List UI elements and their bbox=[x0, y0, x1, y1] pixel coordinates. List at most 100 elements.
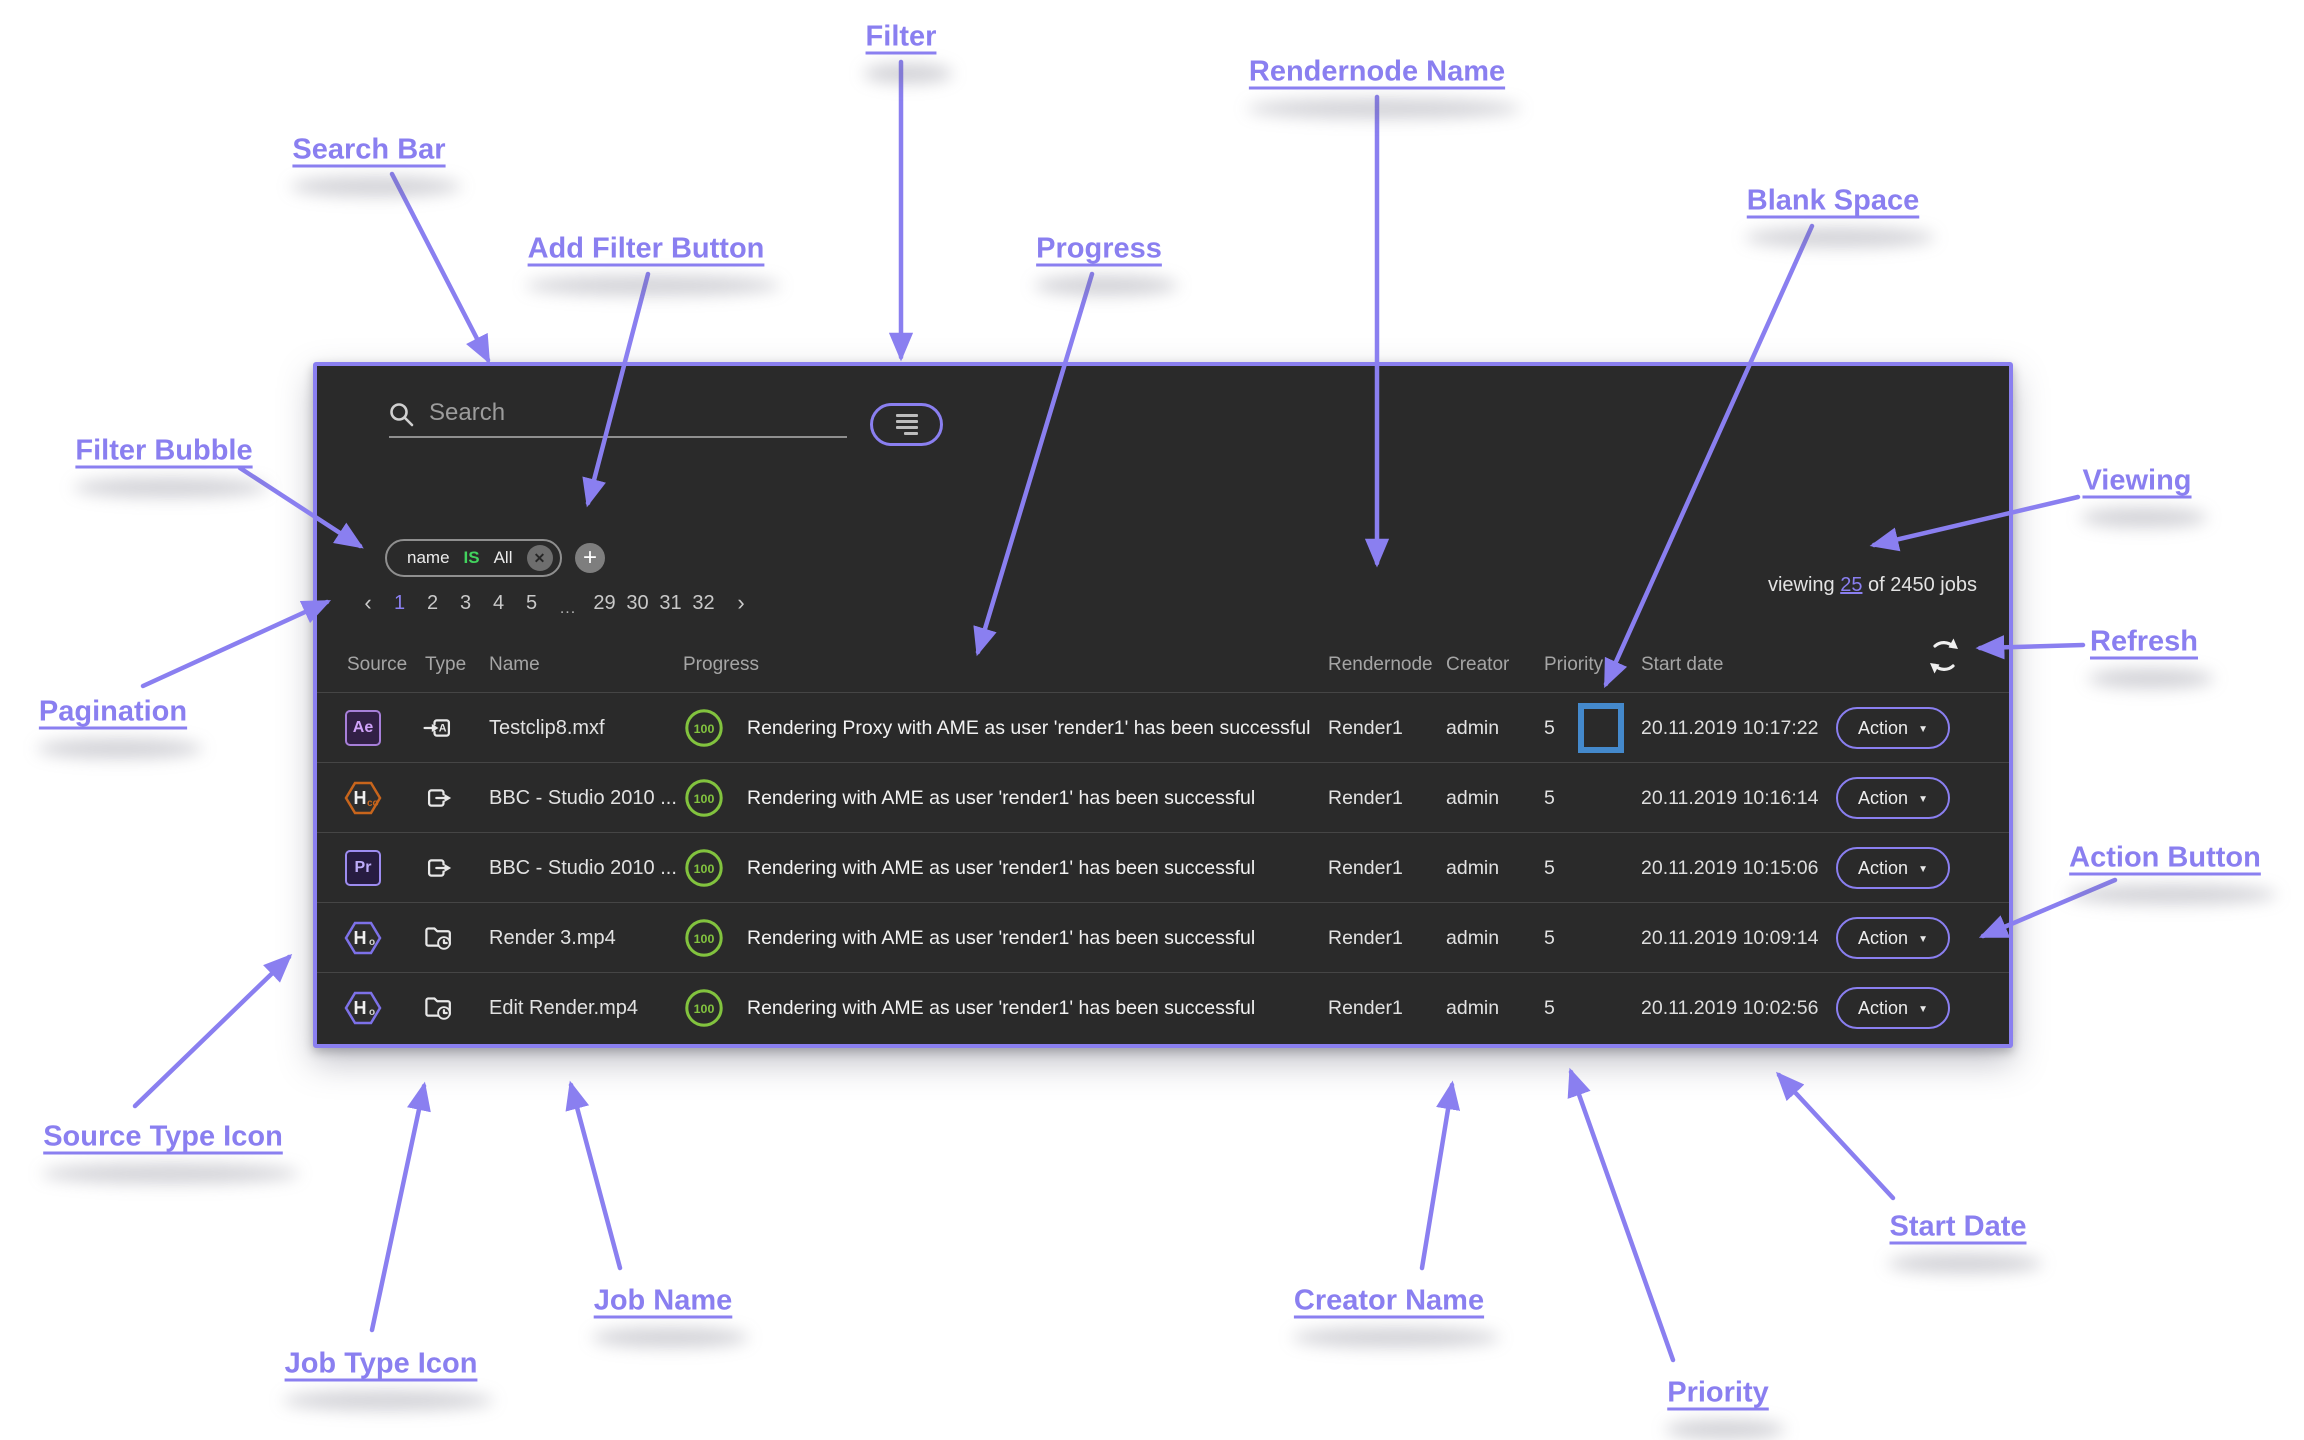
annotation-label-start-date: Start Date bbox=[1889, 1210, 2027, 1243]
search-icon bbox=[390, 403, 414, 427]
page-29[interactable]: 29 bbox=[593, 591, 616, 614]
start-date: 20.11.2019 10:02:56 bbox=[1641, 997, 1819, 1019]
header-priority: Priority bbox=[1544, 654, 1604, 675]
priority-value: 5 bbox=[1544, 997, 1555, 1019]
svg-text:o: o bbox=[369, 1007, 375, 1018]
action-button-label: Action bbox=[1858, 787, 1909, 808]
blank-space-highlight bbox=[1578, 703, 1624, 753]
table-row[interactable]: H o Edit Render.mp4 100 Rendering with A… bbox=[317, 972, 2009, 1042]
page-4[interactable]: 4 bbox=[492, 591, 505, 614]
header-progress: Progress bbox=[683, 654, 760, 675]
annotation-arrow-search-bar bbox=[389, 171, 491, 364]
source-type-icon: H o bbox=[343, 988, 383, 1028]
page-32[interactable]: 32 bbox=[692, 591, 715, 614]
action-button[interactable]: Action ▼ bbox=[1836, 917, 1950, 959]
table-row[interactable]: H co BBC - Studio 2010 ... 100 Rendering… bbox=[317, 762, 2009, 832]
table-row[interactable]: Ae A Testclip8.mxf 100 Rendering Proxy w… bbox=[317, 692, 2009, 762]
start-date: 20.11.2019 10:09:14 bbox=[1641, 927, 1819, 949]
caret-down-icon: ▼ bbox=[1918, 933, 1928, 945]
export-render-icon bbox=[427, 789, 452, 807]
action-button[interactable]: Action ▼ bbox=[1836, 987, 1950, 1029]
annotation-arrow-source-type-icon bbox=[132, 953, 293, 1109]
action-button[interactable]: Action ▼ bbox=[1836, 707, 1950, 749]
codec-hexagon-purple-icon: H o bbox=[344, 991, 382, 1025]
action-button-label: Action bbox=[1858, 717, 1909, 738]
annotation-label-filter: Filter bbox=[865, 20, 937, 53]
svg-text:100: 100 bbox=[694, 1002, 715, 1016]
page-2[interactable]: 2 bbox=[426, 591, 439, 614]
remove-filter-icon[interactable]: ✕ bbox=[526, 545, 553, 571]
pagination-next[interactable]: › bbox=[737, 590, 745, 615]
annotation-label-viewing: Viewing bbox=[2082, 464, 2192, 497]
job-name: BBC - Studio 2010 ... bbox=[489, 787, 677, 809]
page-1[interactable]: 1 bbox=[393, 591, 406, 614]
filter-button[interactable] bbox=[870, 403, 943, 446]
pagination-prev[interactable]: ‹ bbox=[364, 590, 372, 615]
table-row[interactable]: Pr BBC - Studio 2010 ... 100 Rendering w… bbox=[317, 832, 2009, 902]
annotation-label-filter-bubble: Filter Bubble bbox=[75, 434, 253, 467]
priority-value: 5 bbox=[1544, 717, 1555, 739]
viewing-suffix: of 2450 jobs bbox=[1862, 574, 1977, 596]
job-name: Render 3.mp4 bbox=[489, 927, 616, 949]
progress-indicator: 100 bbox=[683, 987, 725, 1029]
job-type-icon bbox=[421, 920, 457, 956]
priority-value: 5 bbox=[1544, 787, 1555, 809]
after-effects-icon: Ae bbox=[345, 710, 381, 746]
annotation-label-creator-name: Creator Name bbox=[1293, 1284, 1485, 1317]
viewing-prefix: viewing bbox=[1767, 574, 1841, 596]
search-underline bbox=[389, 436, 847, 438]
page-5[interactable]: 5 bbox=[525, 591, 538, 614]
source-type-icon: Ae bbox=[343, 708, 383, 748]
rendernode-name: Render1 bbox=[1328, 717, 1403, 739]
page-30[interactable]: 30 bbox=[626, 591, 649, 614]
job-table: Ae A Testclip8.mxf 100 Rendering Proxy w… bbox=[317, 692, 2009, 1042]
progress-message: Rendering with AME as user 'render1' has… bbox=[747, 857, 1256, 879]
page-3[interactable]: 3 bbox=[459, 591, 472, 614]
annotation-arrow-job-name bbox=[565, 1080, 623, 1271]
progress-message: Rendering with AME as user 'render1' has… bbox=[747, 927, 1256, 949]
svg-text:H: H bbox=[354, 998, 367, 1018]
header-start-date: Start date bbox=[1641, 654, 1724, 675]
progress-message: Rendering with AME as user 'render1' has… bbox=[747, 787, 1256, 809]
header-name: Name bbox=[489, 654, 540, 675]
header-creator: Creator bbox=[1446, 654, 1510, 675]
page-31[interactable]: 31 bbox=[659, 591, 682, 614]
codec-hexagon-orange-icon: H co bbox=[344, 781, 382, 815]
annotation-label-priority: Priority bbox=[1667, 1376, 1769, 1409]
annotation-arrow-creator-name bbox=[1419, 1080, 1461, 1271]
svg-text:100: 100 bbox=[694, 932, 715, 946]
job-name: Edit Render.mp4 bbox=[489, 997, 638, 1019]
refresh-button[interactable] bbox=[1923, 636, 1965, 678]
action-button[interactable]: Action ▼ bbox=[1836, 777, 1950, 819]
progress-indicator: 100 bbox=[683, 777, 725, 819]
svg-text:100: 100 bbox=[694, 862, 715, 876]
viewing-count-link[interactable]: 25 bbox=[1840, 574, 1863, 596]
table-row[interactable]: H o Render 3.mp4 100 Rendering with AME … bbox=[317, 902, 2009, 972]
add-filter-button[interactable]: + bbox=[575, 543, 605, 573]
source-type-icon: H co bbox=[343, 778, 383, 818]
progress-message: Rendering with AME as user 'render1' has… bbox=[747, 997, 1256, 1019]
annotation-arrow-priority bbox=[1567, 1067, 1676, 1363]
filter-bubble[interactable]: name IS All ✕ bbox=[385, 539, 562, 577]
header-type: Type bbox=[425, 654, 467, 675]
action-button-label: Action bbox=[1858, 857, 1909, 878]
annotation-label-action-button: Action Button bbox=[2069, 841, 2261, 874]
action-button[interactable]: Action ▼ bbox=[1836, 847, 1950, 889]
action-button-label: Action bbox=[1858, 997, 1909, 1018]
job-queue-panel: name IS All ✕ + viewing 25 of 2450 jobs … bbox=[313, 362, 2013, 1048]
annotation-label-pagination: Pagination bbox=[38, 695, 188, 728]
pagination-ellipsis: ... bbox=[559, 600, 577, 617]
search-input[interactable] bbox=[427, 394, 817, 432]
annotation-label-blank-space: Blank Space bbox=[1746, 184, 1920, 217]
start-date: 20.11.2019 10:16:14 bbox=[1641, 787, 1819, 809]
svg-text:co: co bbox=[367, 798, 379, 809]
annotation-label-add-filter-button: Add Filter Button bbox=[527, 232, 765, 265]
svg-text:H: H bbox=[354, 788, 367, 808]
annotation-arrow-start-date bbox=[1775, 1071, 1896, 1201]
annotation-arrow-pagination bbox=[140, 599, 332, 689]
job-type-icon: A bbox=[421, 710, 457, 746]
source-type-icon: H o bbox=[343, 918, 383, 958]
creator-name: admin bbox=[1446, 717, 1500, 739]
premiere-icon: Pr bbox=[345, 850, 381, 886]
codec-hexagon-purple-icon: H o bbox=[344, 921, 382, 955]
